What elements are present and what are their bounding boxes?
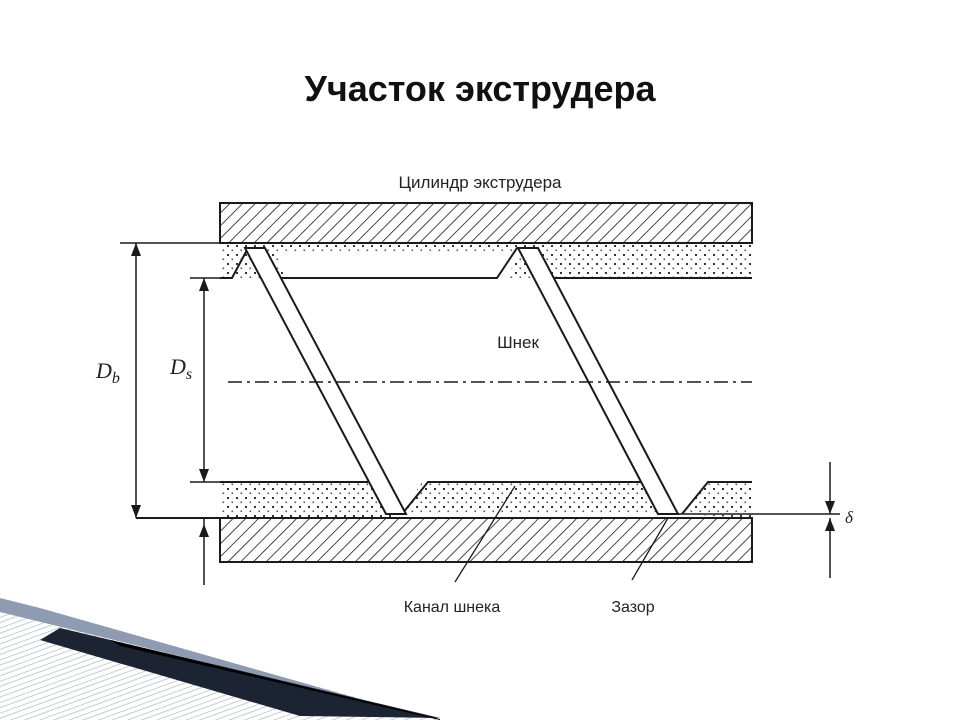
channel-top bbox=[220, 243, 752, 278]
decorative-swoosh bbox=[0, 598, 440, 720]
delta-label: δ bbox=[845, 508, 854, 527]
db-label: Db bbox=[95, 358, 120, 387]
db-dimension bbox=[120, 242, 246, 518]
db-letter: D bbox=[95, 358, 112, 383]
barrel-wall-bottom bbox=[219, 517, 753, 563]
db-subscript: b bbox=[112, 370, 120, 387]
barrel-wall-top bbox=[219, 202, 753, 244]
channel-bottom bbox=[220, 482, 752, 518]
screw-flight-right bbox=[516, 247, 680, 515]
delta-dimension bbox=[825, 462, 835, 578]
barrel-label: Цилиндр экструдера bbox=[398, 173, 562, 192]
channel-label: Канал шнека bbox=[404, 599, 501, 616]
ds-letter: D bbox=[169, 354, 186, 379]
screw-flight-left bbox=[243, 247, 408, 515]
ds-label: Ds bbox=[169, 354, 192, 383]
ds-dimension bbox=[190, 277, 232, 585]
gap-label: Зазор bbox=[611, 599, 654, 616]
gap-leader bbox=[631, 517, 669, 581]
screw-label: Шнек bbox=[497, 333, 539, 352]
slide-title: Участок экструдера bbox=[304, 68, 656, 109]
channel-leader bbox=[454, 485, 516, 583]
ds-subscript: s bbox=[186, 366, 192, 383]
